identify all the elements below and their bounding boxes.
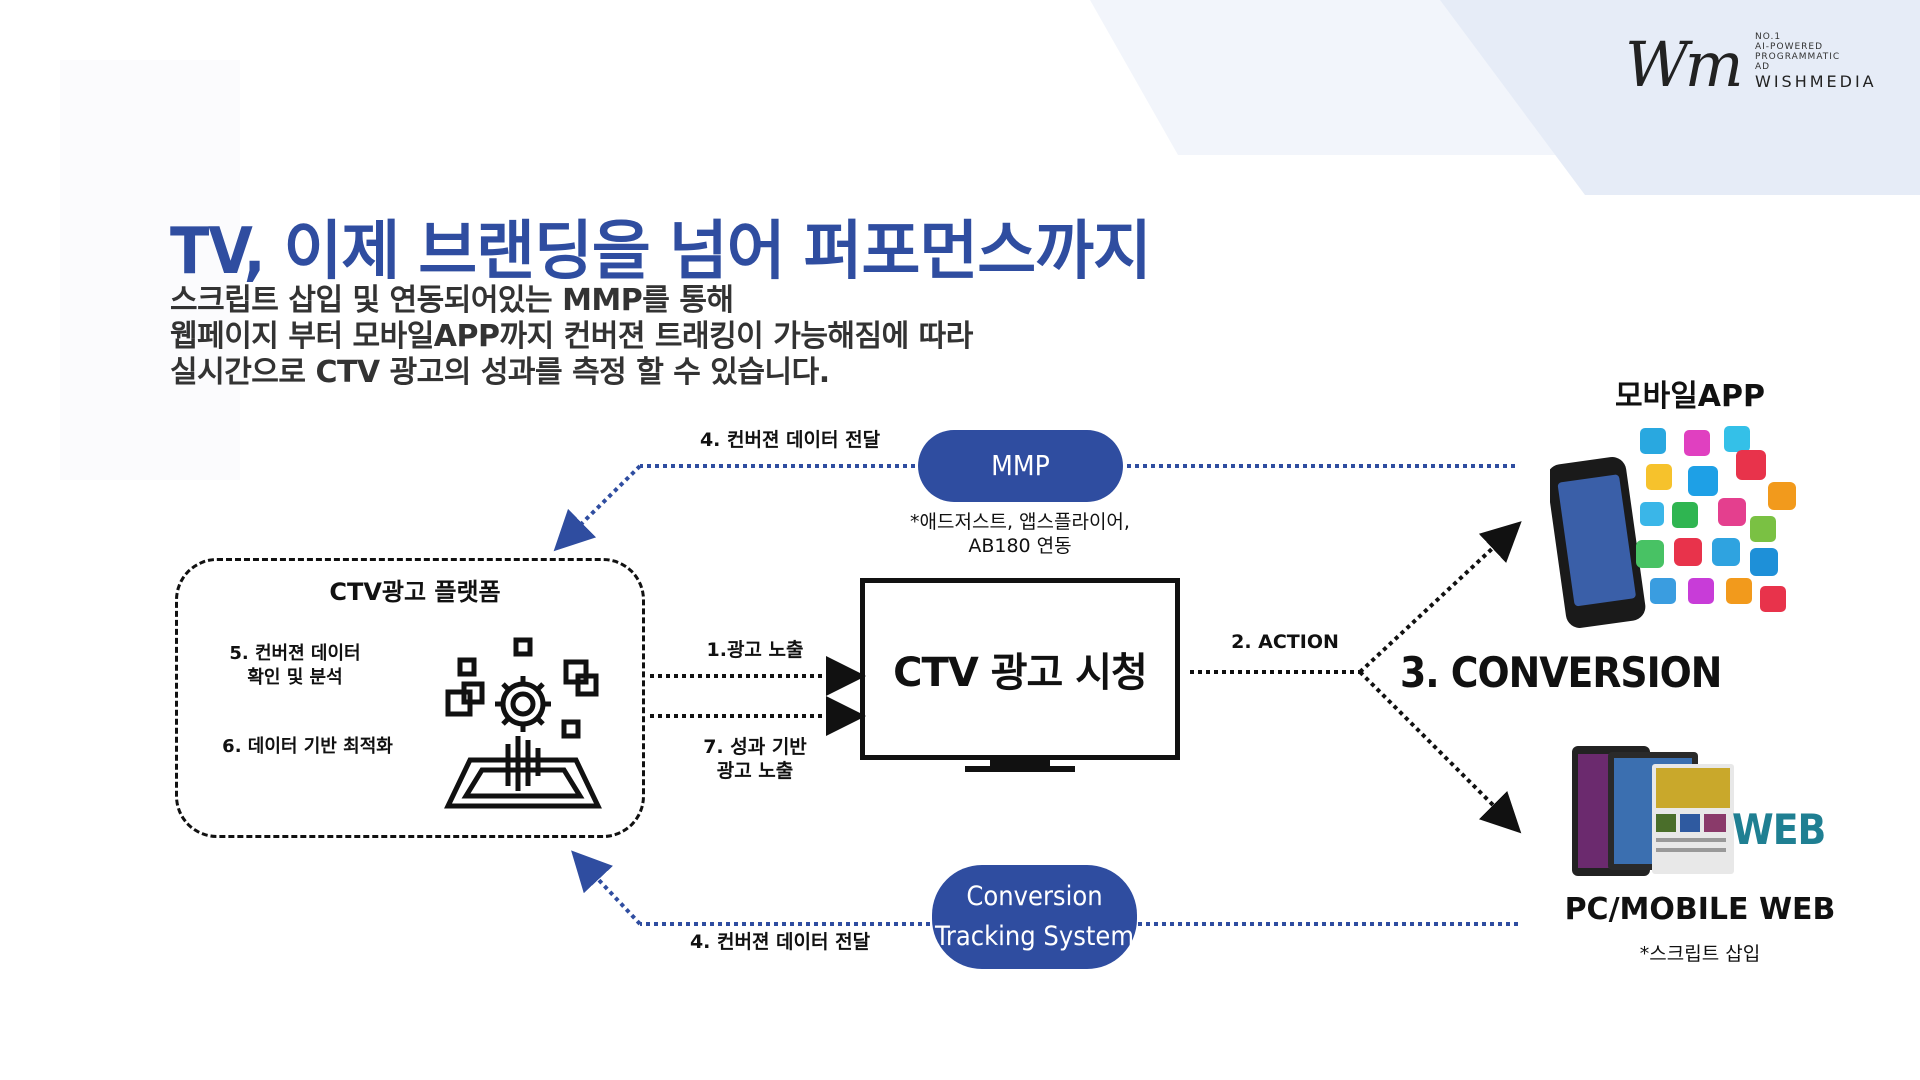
platform-item-optimize: 6. 데이터 기반 최적화 <box>222 736 393 757</box>
ctv-platform-box <box>175 558 645 838</box>
web-word: WEB <box>1732 805 1826 854</box>
conversion-tracking-pill: Conversion Tracking System <box>932 865 1137 969</box>
platform-item-analysis: 5. 컨버젼 데이터 확인 및 분석 <box>229 643 361 688</box>
page-title: TV, 이제 브랜딩을 넘어 퍼포먼스까지 <box>170 215 1152 289</box>
web-note: *스크립트 삽입 <box>1639 943 1761 965</box>
performance-exposure-label: 7. 성과 기반 광고 노출 <box>703 736 807 782</box>
action-label: 2. ACTION <box>1231 631 1339 653</box>
web-screens-icon <box>1572 746 1734 876</box>
tv-label: CTV 광고 시청 <box>893 650 1148 696</box>
mmp-note: *애드저스트, 앱스플라이어, AB180 연동 <box>910 511 1130 557</box>
platform-gear-icon <box>444 637 602 809</box>
subtitle-line-1: 스크립트 삽입 및 연동되어있는 MMP를 통해 <box>170 283 734 318</box>
smartphone-apps-icon <box>1550 426 1796 628</box>
subtitle-line-2: 웹페이지 부터 모바일APP까지 컨버젼 트래킹이 가능해짐에 따라 <box>170 319 973 354</box>
ctv-screen: CTV 광고 시청 <box>860 578 1180 760</box>
mmp-arrow-label: 4. 컨버젼 데이터 전달 <box>699 429 881 451</box>
subtitle-line-3: 실시간으로 CTV 광고의 성과를 측정 할 수 있습니다. <box>170 355 830 390</box>
conversion-label: 3. CONVERSION <box>1400 648 1722 697</box>
action-to-app-arrow <box>1358 521 1522 674</box>
tracking-arrow-label: 4. 컨버젼 데이터 전달 <box>689 931 871 953</box>
tracking-return-arrow <box>571 850 1518 926</box>
logo-tagline: NO.1 AI-POWERED PROGRAMMATIC AD <box>1755 32 1841 72</box>
mobile-app-title: 모바일APP <box>1615 379 1765 414</box>
web-title: PC/MOBILE WEB <box>1564 892 1836 927</box>
ad-exposure-label: 1.광고 노출 <box>706 639 804 661</box>
logo-name: WISHMEDIA <box>1755 72 1877 91</box>
mmp-pill: MMP <box>918 430 1123 502</box>
action-to-web-arrow <box>1358 670 1522 834</box>
wishmedia-logo-mark: Wm <box>1625 28 1744 101</box>
mmp-return-arrow <box>553 464 1515 552</box>
platform-title: CTV광고 플랫폼 <box>329 578 501 606</box>
